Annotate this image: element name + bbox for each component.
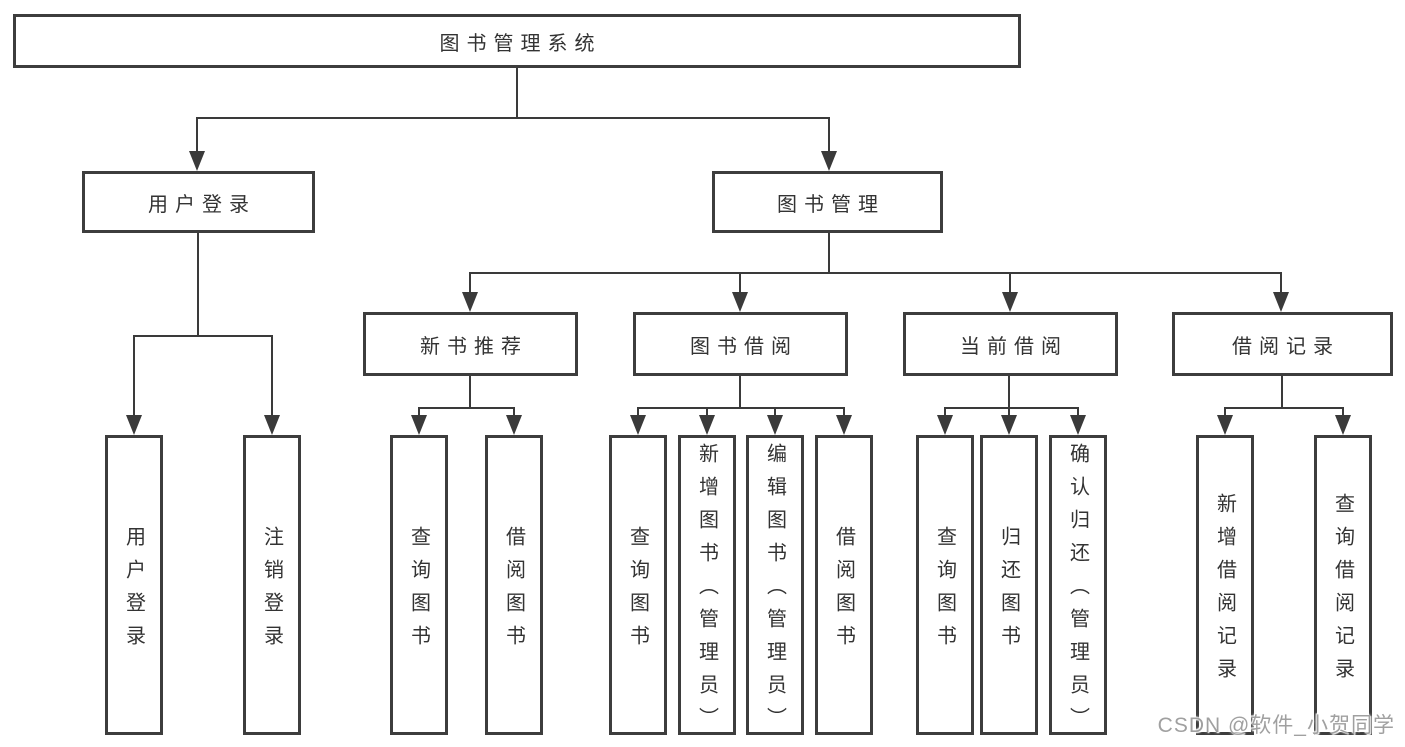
node-return-books: 归还图书 <box>980 435 1038 735</box>
node-label: 查询图书 <box>407 525 430 658</box>
connector-line <box>828 117 830 153</box>
node-logout: 注销登录 <box>243 435 301 735</box>
arrowhead <box>411 415 427 435</box>
node-label: 图书管理 <box>777 193 885 216</box>
connector-line <box>1008 407 1010 417</box>
connector-line <box>706 407 708 417</box>
connector-line <box>1077 407 1079 417</box>
node-library-management-system: 图书管理系统 <box>13 14 1021 68</box>
node-label: 编辑图书（管理员） <box>763 443 786 740</box>
node-label: 查询图书 <box>933 525 956 658</box>
connector-line <box>1280 272 1282 295</box>
node-current-borrowing: 当前借阅 <box>903 312 1118 376</box>
connector-line <box>637 407 639 417</box>
node-add-borrow-record: 新增借阅记录 <box>1196 435 1254 735</box>
connector-line <box>271 335 273 417</box>
connector-line <box>944 407 1079 409</box>
connector-line <box>774 407 776 417</box>
connector-line <box>843 407 845 417</box>
arrowhead <box>506 415 522 435</box>
node-new-book-recommendation: 新书推荐 <box>363 312 578 376</box>
connector-line <box>469 272 1282 274</box>
node-label: 查询图书 <box>626 525 649 658</box>
node-label: 用户登录 <box>148 193 256 216</box>
arrowhead <box>126 415 142 435</box>
connector-line <box>1009 272 1011 295</box>
node-user-login-leaf: 用户登录 <box>105 435 163 735</box>
arrowhead <box>1001 415 1017 435</box>
node-user-login: 用户登录 <box>82 171 315 233</box>
connector-line <box>418 407 515 409</box>
node-label: 图书借阅 <box>690 335 798 358</box>
node-book-borrowing: 图书借阅 <box>633 312 848 376</box>
arrowhead <box>699 415 715 435</box>
node-label: 新增借阅记录 <box>1213 492 1236 691</box>
node-label: 用户登录 <box>122 525 145 658</box>
node-label: 确认归还（管理员） <box>1066 443 1089 740</box>
connector-line <box>196 117 198 153</box>
arrowhead <box>937 415 953 435</box>
node-label: 新书推荐 <box>420 335 528 358</box>
node-label: 借阅记录 <box>1232 335 1340 358</box>
node-label: 当前借阅 <box>960 335 1068 358</box>
arrowhead <box>264 415 280 435</box>
connector-line <box>516 68 518 119</box>
arrowhead <box>1217 415 1233 435</box>
node-confirm-return-admin: 确认归还（管理员） <box>1049 435 1107 740</box>
node-query-books-borrowing: 查询图书 <box>609 435 667 735</box>
node-edit-books-admin: 编辑图书（管理员） <box>746 435 804 740</box>
connector-line <box>133 335 135 417</box>
arrowhead <box>1070 415 1086 435</box>
node-book-management: 图书管理 <box>712 171 943 233</box>
node-borrow-books: 借阅图书 <box>815 435 873 735</box>
connector-line <box>1224 407 1344 409</box>
connector-line <box>739 376 741 409</box>
node-label: 查询借阅记录 <box>1331 492 1354 691</box>
connector-line <box>197 233 199 337</box>
node-label: 借阅图书 <box>502 525 525 658</box>
arrowhead <box>1002 292 1018 312</box>
connector-line <box>739 272 741 295</box>
arrowhead <box>630 415 646 435</box>
arrowhead <box>462 292 478 312</box>
node-label: 归还图书 <box>997 525 1020 658</box>
arrowhead <box>1335 415 1351 435</box>
connector-line <box>828 233 830 274</box>
connector-line <box>469 376 471 409</box>
arrowhead <box>836 415 852 435</box>
connector-line <box>1281 376 1283 409</box>
arrowhead <box>1273 292 1289 312</box>
arrowhead <box>732 292 748 312</box>
node-query-books-recommend: 查询图书 <box>390 435 448 735</box>
connector-line <box>944 407 946 417</box>
connector-line <box>196 117 830 119</box>
connector-line <box>513 407 515 417</box>
arrowhead <box>821 151 837 171</box>
connector-line <box>133 335 273 337</box>
node-label: 图书管理系统 <box>439 32 602 55</box>
connector-line <box>1008 376 1010 409</box>
arrowhead <box>189 151 205 171</box>
connector-line <box>637 407 845 409</box>
connector-line <box>418 407 420 417</box>
connector-line <box>469 272 471 295</box>
node-add-books-admin: 新增图书（管理员） <box>678 435 736 740</box>
node-label: 新增图书（管理员） <box>695 443 718 740</box>
node-query-books-current: 查询图书 <box>916 435 974 735</box>
node-label: 注销登录 <box>260 525 283 658</box>
node-query-borrow-record: 查询借阅记录 <box>1314 435 1372 735</box>
node-label: 借阅图书 <box>832 525 855 658</box>
node-borrow-books-recommend: 借阅图书 <box>485 435 543 735</box>
connector-line <box>1342 407 1344 417</box>
connector-line <box>1224 407 1226 417</box>
watermark: CSDN @软件_小贺同学 <box>1157 714 1395 737</box>
node-borrowing-records: 借阅记录 <box>1172 312 1393 376</box>
arrowhead <box>767 415 783 435</box>
